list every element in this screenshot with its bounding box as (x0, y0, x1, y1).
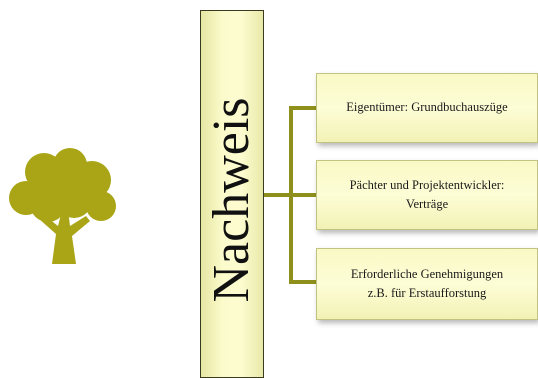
item-box-permits: Erforderliche Genehmigungen z.B. für Ers… (316, 248, 538, 320)
item-box-tenant: Pächter und Projektentwickler: Verträge (316, 160, 538, 230)
tree-icon (9, 148, 116, 264)
item-text-permits: Erforderliche Genehmigungen z.B. für Ers… (351, 265, 503, 304)
item-text-tenant: Pächter und Projektentwickler: Verträge (350, 176, 505, 215)
item-line: Pächter und Projektentwickler: (349, 177, 505, 192)
title-bar (200, 10, 264, 378)
item-line: Erforderliche Genehmigungen (350, 266, 504, 281)
item-box-owner: Eigentümer: Grundbuchauszüge (316, 73, 538, 143)
item-line: Verträge (405, 197, 449, 211)
item-text-owner: Eigentümer: Grundbuchauszüge (346, 98, 507, 117)
item-line: z.B. für Erstaufforstung (367, 286, 487, 300)
item-line: Eigentümer: Grundbuchauszüge (346, 100, 508, 115)
